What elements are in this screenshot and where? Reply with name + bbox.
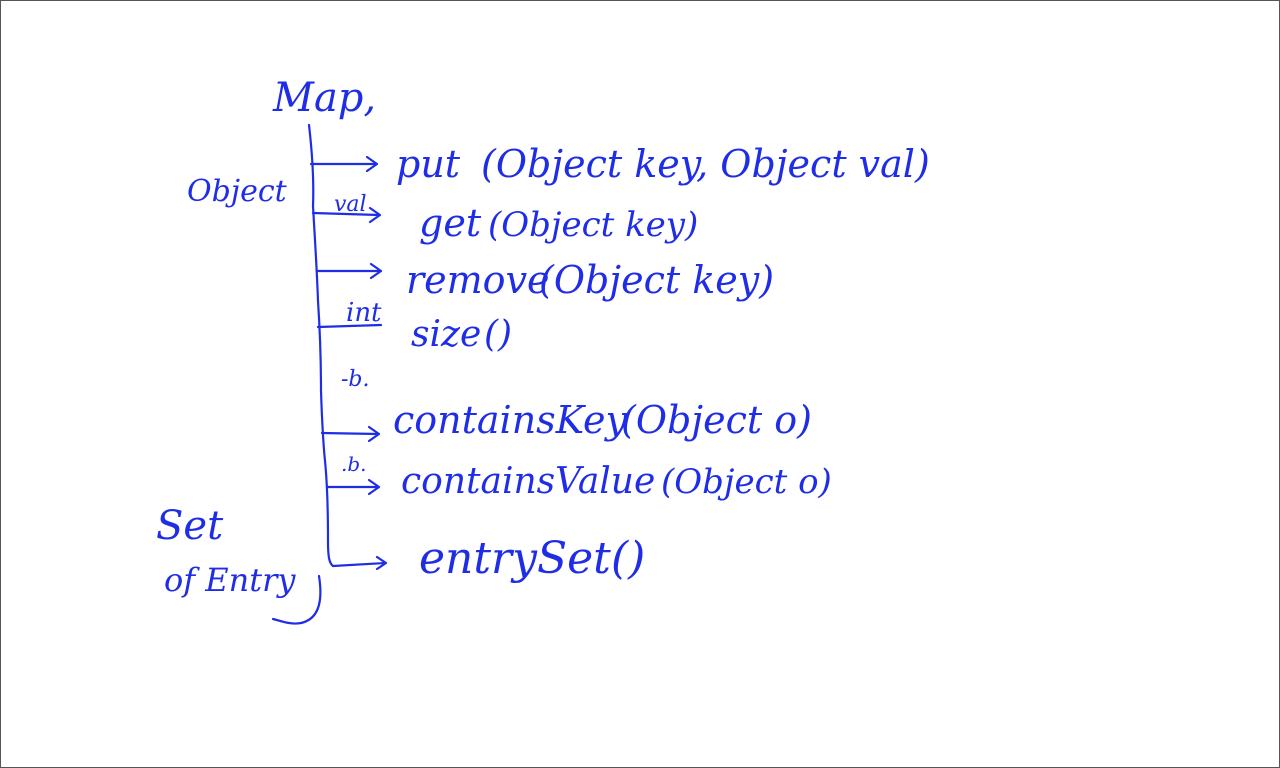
method-name-put: put — [396, 142, 461, 186]
branch-arrow-containskey — [320, 425, 381, 443]
method-args-put: (Object key, Object val) — [481, 142, 930, 186]
entry-underline-stroke — [271, 574, 322, 625]
method-args-get: (Object key) — [488, 205, 698, 245]
map-heading: Map, — [272, 75, 376, 121]
method-args-size: () — [484, 314, 512, 355]
branch-arrow-get — [311, 206, 382, 224]
method-args-containsvalue: (Object o) — [661, 462, 832, 502]
branch-arrows — [309, 155, 388, 571]
branch-arrow-containsvalue — [325, 478, 381, 496]
method-name-entryset: entrySet — [419, 533, 611, 584]
branch-arrow-put — [309, 155, 379, 173]
return-label-int: int — [346, 298, 382, 328]
return-label-set: Set — [156, 503, 224, 549]
return-label-boolean-2: .b. — [341, 452, 367, 476]
main-bracket-line — [307, 123, 335, 568]
return-label-boolean-1: -b. — [341, 367, 370, 392]
return-label-object: Object — [187, 174, 288, 209]
method-args-entryset: () — [611, 533, 645, 584]
method-name-remove: remove — [406, 258, 550, 302]
method-name-containsvalue: containsValue — [401, 461, 655, 502]
method-list: put (Object key, Object val) get (Object… — [393, 142, 930, 584]
branch-arrow-entryset — [331, 555, 388, 571]
method-args-remove: (Object key) — [539, 258, 774, 302]
branch-arrow-remove — [315, 262, 383, 280]
method-name-containskey: containsKey — [393, 398, 628, 442]
return-label-of-entry: of Entry — [164, 561, 296, 599]
method-name-get: get — [419, 201, 482, 245]
branch-arrow-size — [316, 323, 383, 329]
method-name-size: size — [411, 314, 481, 355]
method-args-containskey: (Object o) — [621, 398, 812, 442]
return-label-val: val — [334, 192, 367, 217]
